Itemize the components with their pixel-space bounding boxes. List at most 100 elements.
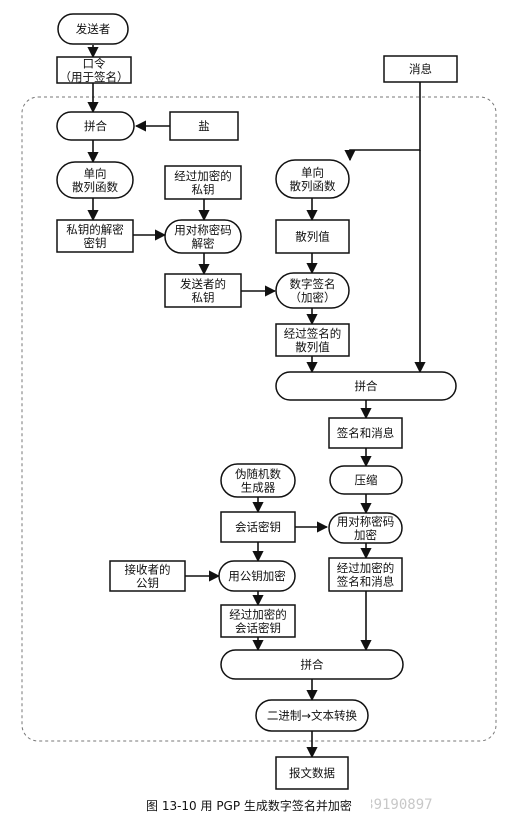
node-combine1: 拼合	[56, 111, 135, 141]
nodes: 发送者口令（用于签名）消息拼合盐单向散列函数经过加密的私钥单向散列函数私钥的解密…	[56, 13, 458, 790]
node-shape	[275, 272, 350, 309]
node-label: 消息	[409, 62, 432, 76]
node-shape	[220, 649, 404, 680]
node-shape	[56, 219, 134, 253]
node-label: 用公钥加密	[228, 569, 286, 583]
node-combine3: 拼合	[220, 649, 404, 680]
node-label: 签名和消息	[337, 426, 395, 440]
node-label: 拼合	[301, 658, 324, 672]
node-shape	[328, 557, 403, 592]
node-label: 解密	[192, 236, 215, 250]
node-label: 用对称密码	[337, 514, 395, 528]
node-salt: 盐	[169, 111, 239, 141]
node-shape	[57, 13, 129, 45]
node-shape	[56, 111, 135, 141]
node-message-data: 报文数据	[275, 756, 349, 790]
node-compress: 压缩	[329, 465, 403, 495]
node-shape	[275, 371, 457, 401]
node-label: 经过加密的	[174, 169, 232, 183]
node-label: 拼合	[355, 379, 378, 393]
node-shape	[275, 756, 349, 790]
node-label: 单向	[84, 166, 107, 180]
node-label: 公钥	[136, 576, 159, 590]
node-shape	[56, 56, 132, 84]
node-shape	[328, 417, 403, 449]
node-label: 私钥	[192, 290, 215, 304]
node-label: 单向	[301, 165, 324, 179]
node-label: 接收者的	[125, 562, 171, 576]
node-shape	[275, 159, 350, 199]
node-shape	[218, 560, 296, 592]
node-label: 经过加密的	[337, 561, 395, 575]
node-shape	[109, 560, 186, 592]
edges	[87, 45, 426, 759]
node-label: 发送者	[76, 22, 111, 36]
node-label: 散列函数	[72, 180, 118, 194]
node-shape	[164, 273, 242, 308]
caption-backdrop	[141, 797, 371, 813]
node-label: 二进制→文本转换	[267, 709, 358, 723]
node-label: 拼合	[84, 119, 107, 133]
node-shape	[220, 511, 296, 543]
node-shape	[220, 604, 296, 638]
node-shape	[220, 463, 296, 498]
figure-caption: 图 13-10 用 PGP 生成数字签名并加密	[146, 798, 352, 813]
node-label: 散列函数	[290, 179, 336, 193]
node-label: 报文数据	[289, 766, 335, 780]
node-label: 发送者的	[180, 277, 226, 291]
node-label: 用对称密码	[174, 223, 232, 237]
node-label: 口令	[83, 56, 106, 70]
edge-message-hash2	[344, 82, 421, 162]
node-label: 密钥	[84, 236, 107, 250]
node-pubkey-encrypt: 用公钥加密	[218, 560, 296, 592]
node-shape	[164, 219, 242, 254]
node-session-key: 会话密钥	[220, 511, 296, 543]
node-sender: 发送者	[57, 13, 129, 45]
node-label: 会话密钥	[235, 520, 281, 534]
node-label: 数字签名	[290, 277, 336, 291]
node-message: 消息	[383, 55, 458, 83]
node-passphrase: 口令（用于签名）	[56, 56, 132, 84]
node-label: 散列值	[295, 340, 330, 354]
node-shape	[169, 111, 239, 141]
node-label: 经过签名的	[284, 326, 342, 340]
node-shape	[383, 55, 458, 83]
node-binary-to-text: 二进制→文本转换	[255, 699, 369, 732]
node-label: 签名和消息	[337, 574, 395, 588]
node-label: 加密	[354, 528, 377, 542]
node-sig-and-message: 签名和消息	[328, 417, 403, 449]
node-label: 会话密钥	[235, 621, 281, 635]
node-label: 私钥	[192, 182, 215, 196]
node-shape	[255, 699, 369, 732]
node-label: 伪随机数	[235, 467, 281, 481]
node-label: 私钥的解密	[66, 222, 124, 236]
node-combine2: 拼合	[275, 371, 457, 401]
node-label: 压缩	[355, 473, 378, 487]
node-shape	[275, 219, 350, 254]
node-digital-signature: 数字签名（加密）	[275, 272, 350, 309]
node-shape	[56, 161, 134, 199]
node-shape	[329, 465, 403, 495]
node-label: 生成器	[241, 480, 276, 494]
node-shape	[328, 512, 403, 544]
node-shape	[164, 165, 242, 200]
node-label: 散列值	[295, 230, 330, 244]
node-hash-value: 散列值	[275, 219, 350, 254]
node-label: （用于签名）	[60, 70, 129, 84]
node-label: 盐	[198, 119, 210, 133]
node-label: （加密）	[290, 290, 336, 304]
node-label: 经过加密的	[229, 607, 287, 621]
node-shape	[275, 323, 350, 357]
